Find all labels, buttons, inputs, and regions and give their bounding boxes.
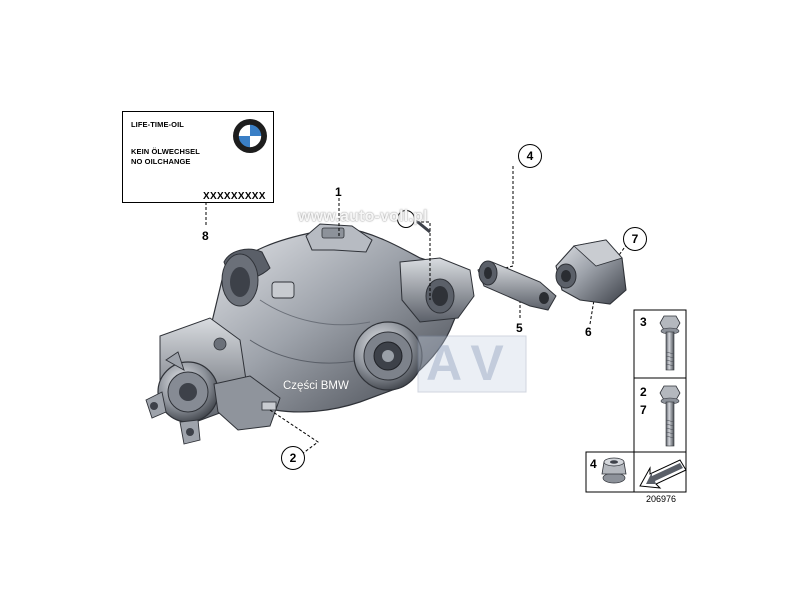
bolt-2-7-icon xyxy=(659,385,681,447)
label-line-no-oilchange: NO OILCHANGE xyxy=(131,157,191,166)
table-callout-4: 4 xyxy=(590,457,597,471)
callout-6: 6 xyxy=(585,325,592,339)
table-callout-7: 7 xyxy=(640,403,647,417)
callout-2-circle: 2 xyxy=(281,446,305,470)
differential-housing xyxy=(145,223,475,445)
callout-7-circle: 7 xyxy=(623,227,647,251)
bolt-3-icon xyxy=(659,315,681,371)
bmw-logo-icon xyxy=(233,119,267,153)
table-callout-3: 3 xyxy=(640,315,647,329)
label-line-kein-olwechsel: KEIN ÖLWECHSEL xyxy=(131,147,200,156)
watermark-site: www.auto-voll.pl xyxy=(298,208,428,225)
callout-5: 5 xyxy=(516,321,523,335)
av-watermark-frame xyxy=(417,335,527,393)
callout-8: 8 xyxy=(202,229,209,243)
direction-arrow-icon xyxy=(639,459,687,489)
callout-4-small-circle xyxy=(397,210,415,228)
watermark-letters: AV xyxy=(426,335,516,391)
fastener-table xyxy=(585,309,687,493)
callout-4: 4 xyxy=(526,149,534,163)
callout-7: 7 xyxy=(631,232,639,246)
rubber-mount-bracket xyxy=(477,260,557,311)
table-callout-2: 2 xyxy=(640,385,647,399)
nut-4-icon xyxy=(601,457,627,484)
rubber-bushing-block xyxy=(555,239,627,305)
label-line-lifetime-oil: LIFE-TIME-OIL xyxy=(131,120,184,129)
callout-4-circle: 4 xyxy=(518,144,542,168)
drawing-number: 206976 xyxy=(646,494,677,504)
callout-1: 1 xyxy=(335,185,342,199)
watermark-shop: Części BMW xyxy=(283,380,349,392)
callout-2: 2 xyxy=(289,451,297,465)
label-code: XXXXXXXXX xyxy=(203,191,266,202)
